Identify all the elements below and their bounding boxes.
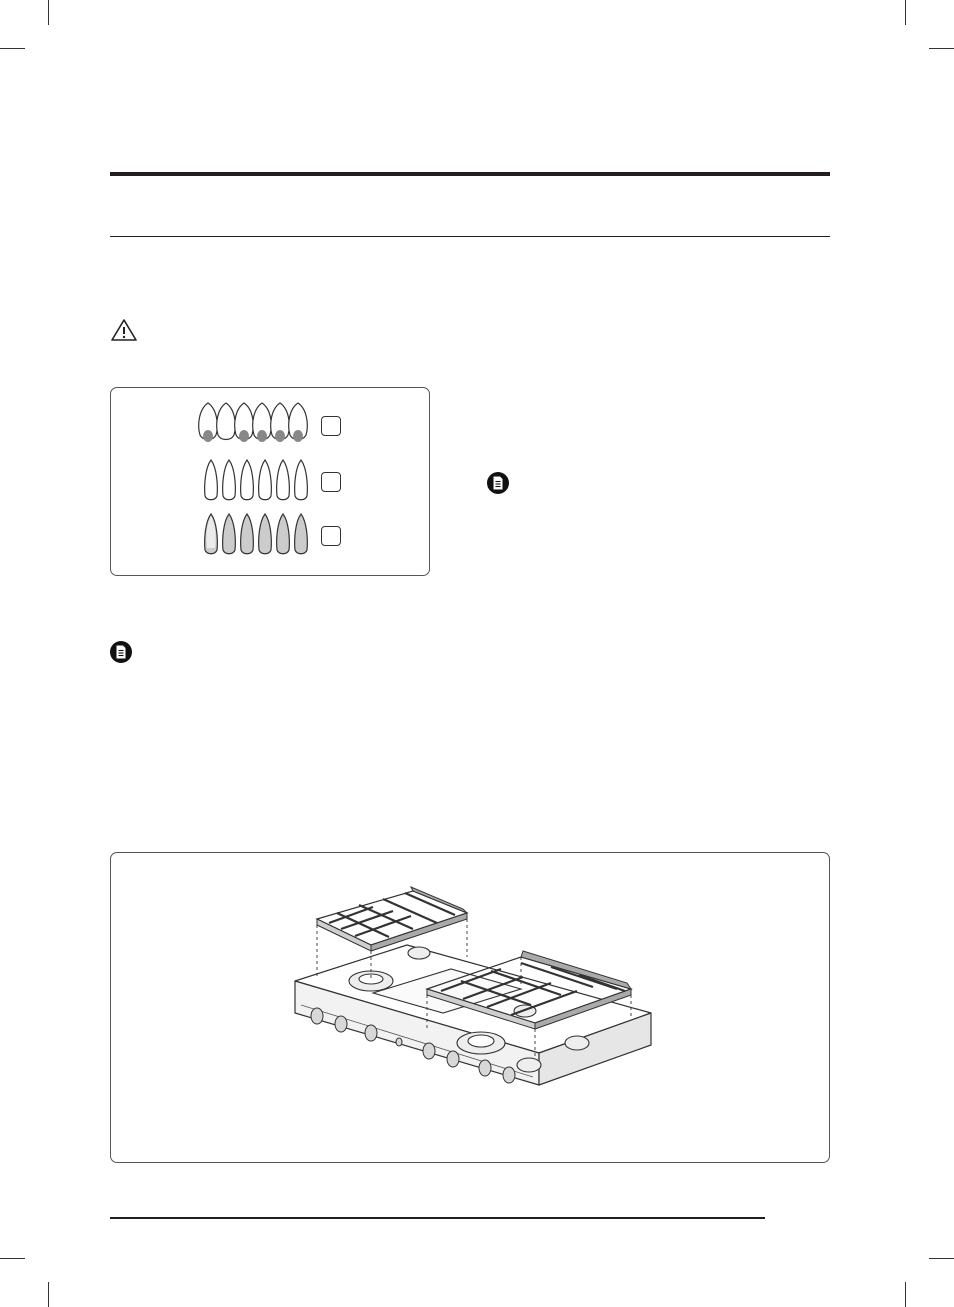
- cooktop-grate-figure: [110, 852, 830, 1163]
- flame-row-blue-steady: [204, 513, 308, 555]
- flame-row-clear: [204, 459, 308, 501]
- flame-diagram: [110, 387, 430, 576]
- flame-label-box-2: [321, 472, 341, 492]
- header-rule: [110, 172, 830, 176]
- crop-mark: [48, 1282, 49, 1307]
- flame-label-box-1: [321, 416, 341, 436]
- note-icon: [109, 640, 133, 664]
- cooktop-illustration: [294, 886, 652, 1086]
- crop-mark: [0, 1258, 25, 1259]
- crop-mark: [929, 1258, 954, 1259]
- crop-mark: [0, 48, 25, 49]
- flame-label-box-3: [321, 526, 341, 546]
- note-icon: [486, 471, 510, 495]
- warning-triangle-icon: [110, 318, 138, 342]
- flame-rows: [198, 402, 308, 555]
- crop-mark: [905, 0, 906, 25]
- section-rule: [110, 236, 830, 237]
- crop-mark: [929, 48, 954, 49]
- flame-row-yellow-tipped: [198, 402, 308, 442]
- crop-mark: [905, 1282, 906, 1307]
- footer-rule: [110, 1217, 765, 1219]
- crop-mark: [48, 0, 49, 25]
